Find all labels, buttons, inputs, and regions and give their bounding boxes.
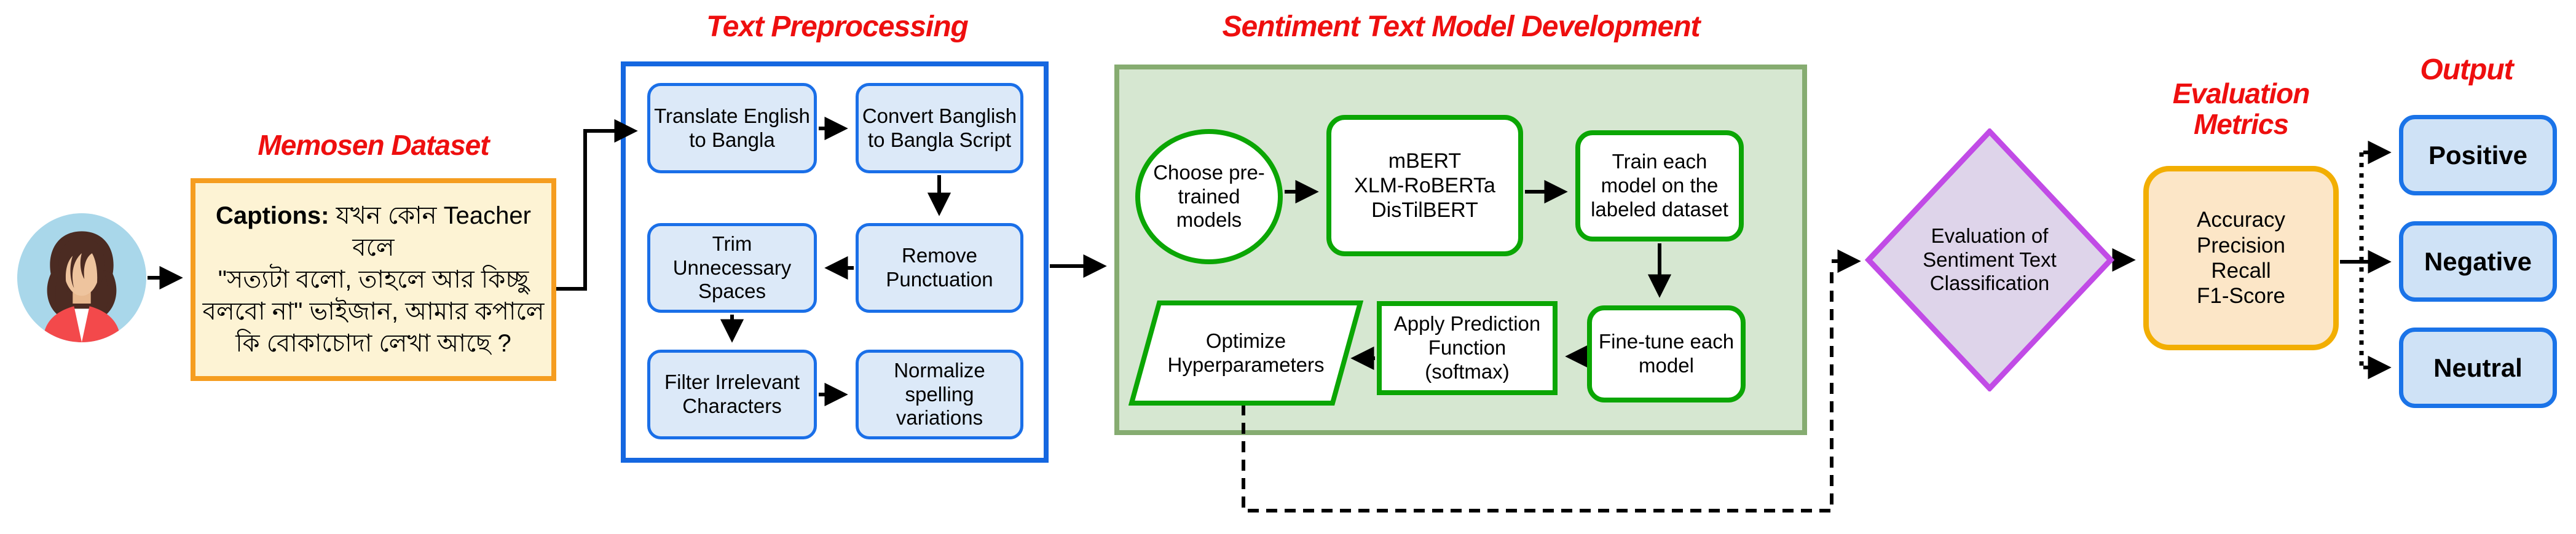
diamond-shape bbox=[1864, 127, 2115, 393]
train-model-box: Train each model on the labeled dataset bbox=[1575, 130, 1744, 241]
parallelogram-shape bbox=[1128, 300, 1364, 406]
caption-line: বলবো না" ভাইজান, আমার কপালে bbox=[202, 298, 545, 325]
step-translate-english-to-bangla: Translate English to Bangla bbox=[647, 83, 817, 173]
output-neutral-box: Neutral bbox=[2399, 328, 2557, 408]
evaluation-metrics-box: Accuracy Precision Recall F1-Score bbox=[2143, 166, 2339, 350]
preprocessing-title: Text Preprocessing bbox=[706, 10, 969, 43]
caption-line: কি বোকাচোদা লেখা আছে ? bbox=[235, 330, 511, 357]
woman-icon bbox=[43, 231, 120, 342]
step-trim-spaces: Trim Unnecessary Spaces bbox=[647, 223, 817, 313]
choose-pretrained-models-ellipse: Choose pre-trained models bbox=[1135, 129, 1283, 264]
memosen-title: Memosen Dataset bbox=[258, 129, 489, 161]
evaluation-metrics-title: Evaluation Metrics bbox=[2172, 77, 2310, 140]
meme-caption: Captions: যখন কোন Teacher বলে "সত্যটা বল… bbox=[195, 200, 551, 359]
model-development-title: Sentiment Text Model Development bbox=[1222, 10, 1700, 43]
step-filter-characters: Filter Irrelevant Characters bbox=[647, 350, 817, 439]
step-remove-punctuation: Remove Punctuation bbox=[856, 223, 1023, 313]
finetune-model-box: Fine-tune each model bbox=[1587, 305, 1746, 402]
output-positive-box: Positive bbox=[2399, 115, 2557, 195]
decision-label: Evaluation of Sentiment Text Classificat… bbox=[1923, 224, 2057, 295]
apply-prediction-box: Apply Prediction Function (softmax) bbox=[1377, 301, 1558, 395]
optimize-hyperparameters-parallelogram: Optimize Hyperparameters bbox=[1128, 300, 1364, 406]
output-title: Output bbox=[2420, 53, 2513, 86]
output-negative-box: Negative bbox=[2399, 221, 2557, 302]
caption-line: "সত্যটা বলো, তাহলে আর কিচ্ছু bbox=[218, 266, 529, 293]
model-list-box: mBERT XLM-RoBERTa DisTilBERT bbox=[1326, 115, 1523, 256]
step-convert-banglish: Convert Banglish to Bangla Script bbox=[856, 83, 1023, 173]
memosen-dataset-box: Captions: যখন কোন Teacher বলে "সত্যটা বল… bbox=[191, 178, 556, 381]
user-avatar bbox=[17, 213, 146, 342]
optimize-label: Optimize Hyperparameters bbox=[1167, 329, 1325, 376]
caption-line: Captions: যখন কোন Teacher বলে bbox=[216, 202, 531, 261]
step-normalize-spelling: Normalize spelling variations bbox=[856, 350, 1023, 439]
evaluation-decision-diamond: Evaluation of Sentiment Text Classificat… bbox=[1863, 127, 2116, 393]
